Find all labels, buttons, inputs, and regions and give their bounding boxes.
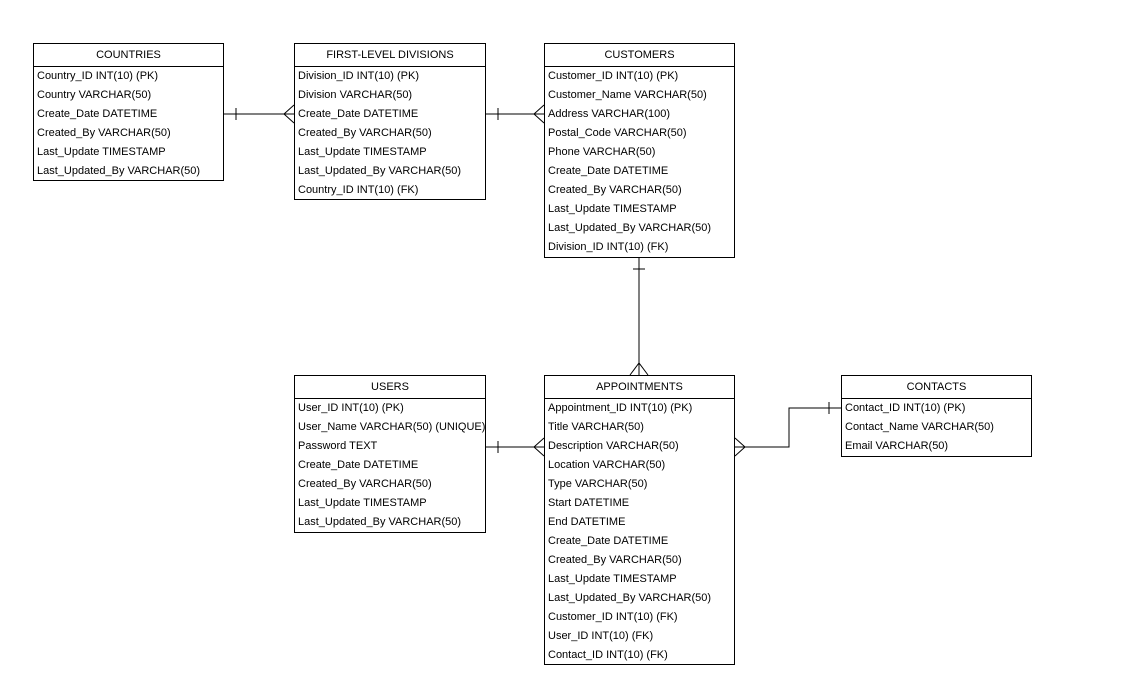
entity-field: Appointment_ID INT(10) (PK) bbox=[548, 402, 693, 414]
entity-customers[interactable]: CUSTOMERS Customer_ID INT(10) (PK)Custom… bbox=[544, 43, 735, 258]
entity-title: COUNTRIES bbox=[34, 44, 223, 67]
entity-field: Postal_Code VARCHAR(50) bbox=[548, 127, 687, 139]
entity-field: Created_By VARCHAR(50) bbox=[298, 127, 432, 139]
entity-title: CONTACTS bbox=[842, 376, 1031, 399]
field-list: Contact_ID INT(10) (PK) Contact_Name VARC… bbox=[842, 399, 1031, 456]
entity-field: Last_Updated_By VARCHAR(50) bbox=[548, 592, 712, 604]
entity-field: Last_Update TIMESTAMP bbox=[37, 146, 166, 158]
entity-field: End DATETIME bbox=[548, 516, 626, 528]
entity-field: Create_Date DATETIME bbox=[298, 459, 419, 471]
entity-field: Division VARCHAR(50) bbox=[298, 89, 413, 101]
entity-field: User_ID INT(10) (FK) bbox=[548, 630, 654, 642]
entity-field: Last_Updated_By VARCHAR(50) bbox=[298, 516, 462, 528]
entity-field: Location VARCHAR(50) bbox=[548, 459, 666, 471]
entity-field: Last_Update TIMESTAMP bbox=[298, 497, 427, 509]
entity-field: Type VARCHAR(50) bbox=[548, 478, 648, 490]
entity-title: USERS bbox=[295, 376, 485, 399]
entity-field: Title VARCHAR(50) bbox=[548, 421, 644, 433]
entity-appointments[interactable]: APPOINTMENTS Appointment_ID INT(10) (PK)… bbox=[544, 375, 735, 665]
entity-field: User_ID INT(10) (PK) bbox=[298, 402, 404, 414]
entity-first-level-divisions[interactable]: FIRST-LEVEL DIVISIONS Division_ID INT(10… bbox=[294, 43, 486, 200]
entity-field: Customer_Name VARCHAR(50) bbox=[548, 89, 707, 101]
entity-field: Create_Date DATETIME bbox=[37, 108, 158, 120]
entity-field: Created_By VARCHAR(50) bbox=[37, 127, 171, 139]
rel-countries-divisions bbox=[224, 104, 295, 124]
entity-countries[interactable]: COUNTRIES Country_ID INT(10) (PK)Country… bbox=[33, 43, 224, 181]
entity-field: Contact_Name VARCHAR(50) bbox=[845, 421, 994, 433]
entity-field: Country VARCHAR(50) bbox=[37, 89, 152, 101]
rel-contacts-appointments bbox=[734, 402, 841, 457]
rel-users-appointments bbox=[486, 437, 545, 457]
entity-field: Last_Updated_By VARCHAR(50) bbox=[548, 222, 712, 234]
entity-field: Create_Date DATETIME bbox=[548, 165, 669, 177]
rel-customers-appointments bbox=[629, 258, 649, 376]
entity-field: Division_ID INT(10) (PK) bbox=[298, 70, 420, 82]
field-list: Appointment_ID INT(10) (PK) Title VARCHAR… bbox=[545, 399, 734, 665]
entity-field: Phone VARCHAR(50) bbox=[548, 146, 656, 158]
entity-field: Customer_ID INT(10) (PK) bbox=[548, 70, 679, 82]
entity-field: Country_ID INT(10) (FK) bbox=[298, 184, 419, 196]
entity-field: Division_ID INT(10) (FK) bbox=[548, 241, 669, 253]
entity-field: Create_Date DATETIME bbox=[298, 108, 419, 120]
entity-field: Created_By VARCHAR(50) bbox=[548, 184, 682, 196]
entity-field: User_Name VARCHAR(50) (UNIQUE) bbox=[298, 421, 486, 433]
entity-field: Created_By VARCHAR(50) bbox=[548, 554, 682, 566]
entity-field: Last_Updated_By VARCHAR(50) bbox=[37, 165, 201, 177]
entity-contacts[interactable]: CONTACTS Contact_ID INT(10) (PK)Contact_… bbox=[841, 375, 1032, 457]
rel-divisions-customers bbox=[486, 104, 545, 124]
entity-field: Email VARCHAR(50) bbox=[845, 440, 949, 452]
entity-field: Country_ID INT(10) (PK) bbox=[37, 70, 159, 82]
entity-field: Created_By VARCHAR(50) bbox=[298, 478, 432, 490]
entity-field: Last_Update TIMESTAMP bbox=[298, 146, 427, 158]
entity-field: Password TEXT bbox=[298, 440, 378, 452]
entity-field: Last_Update TIMESTAMP bbox=[548, 573, 677, 585]
entity-field: Last_Updated_By VARCHAR(50) bbox=[298, 165, 462, 177]
field-list: Division_ID INT(10) (PK) Division VARCHAR… bbox=[295, 67, 485, 200]
entity-title: CUSTOMERS bbox=[545, 44, 734, 67]
entity-field: Start DATETIME bbox=[548, 497, 630, 509]
entity-users[interactable]: USERS User_ID INT(10) (PK) User_Name VARC… bbox=[294, 375, 486, 533]
entity-field: Address VARCHAR(100) bbox=[548, 108, 671, 120]
entity-field: Last_Update TIMESTAMP bbox=[548, 203, 677, 215]
entity-field: Contact_ID INT(10) (FK) bbox=[548, 649, 668, 661]
entity-field: Create_Date DATETIME bbox=[548, 535, 669, 547]
entity-field: Description VARCHAR(50) bbox=[548, 440, 679, 452]
field-list: Country_ID INT(10) (PK) Country VARCHAR(5… bbox=[34, 67, 223, 181]
entity-field: Customer_ID INT(10) (FK) bbox=[548, 611, 678, 623]
entity-title: APPOINTMENTS bbox=[545, 376, 734, 399]
field-list: Customer_ID INT(10) (PK) Customer_Name VA… bbox=[545, 67, 734, 257]
entity-field: Contact_ID INT(10) (PK) bbox=[845, 402, 966, 414]
entity-title: FIRST-LEVEL DIVISIONS bbox=[295, 44, 485, 67]
field-list: User_ID INT(10) (PK) User_Name VARCHAR(50… bbox=[295, 399, 485, 532]
